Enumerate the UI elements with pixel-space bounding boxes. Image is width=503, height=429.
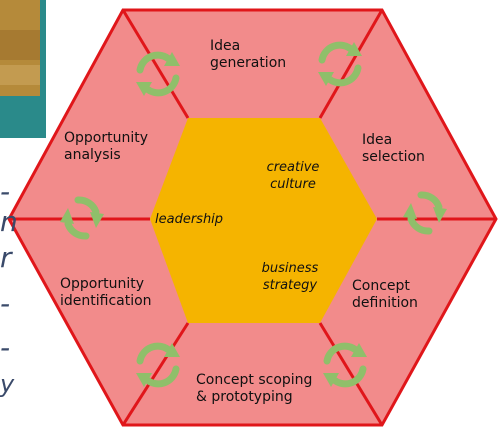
cropped-slide-text: y: [0, 370, 15, 398]
cycle-arrow-icon: [136, 51, 180, 97]
cropped-slide-text: r: [0, 241, 12, 274]
stage-concept-scoping: Concept scoping& prototyping: [196, 372, 313, 405]
cycle-arrow-icon: [136, 342, 180, 388]
cycle-arrows: [60, 41, 447, 388]
cycle-arrow-icon: [403, 191, 447, 235]
center-leadership: leadership: [155, 212, 224, 227]
corner-photo: [0, 0, 46, 138]
cropped-slide-text: -: [0, 175, 11, 208]
cycle-arrow-icon: [60, 196, 104, 240]
cropped-slide-text: n: [0, 205, 18, 238]
inner-hexagon: [150, 118, 377, 323]
hexagon-dividers: [9, 9, 496, 426]
cropped-slide-text: -: [0, 287, 11, 320]
cycle-arrow-icon: [318, 41, 362, 87]
cropped-slide-text: -: [0, 331, 11, 364]
cycle-arrow-icon: [323, 342, 367, 388]
